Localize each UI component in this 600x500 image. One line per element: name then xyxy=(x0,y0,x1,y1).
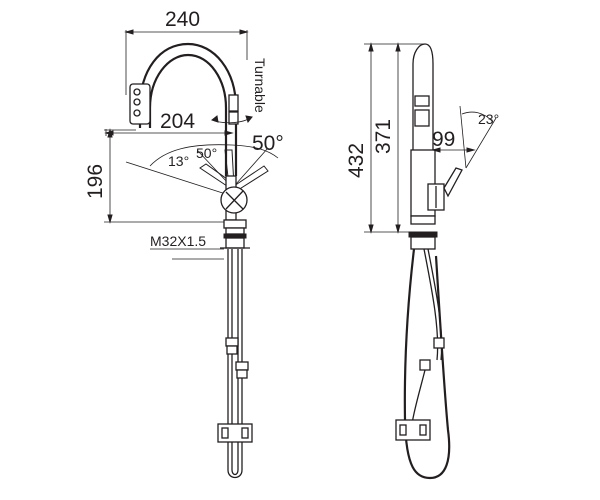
dim-204: 204 xyxy=(104,110,234,136)
dim-99-and-angle: 99 23° xyxy=(431,105,499,169)
dim-240: 240 xyxy=(124,8,249,95)
turnable-label: Turnable xyxy=(252,58,268,113)
dim-371-label: 371 xyxy=(372,119,395,154)
front-spout xyxy=(129,42,239,176)
front-body xyxy=(220,175,250,249)
dim-196-label: 196 xyxy=(84,164,107,199)
dim-432-label: 432 xyxy=(345,143,368,178)
angle-50-left-label: 50° xyxy=(196,145,217,161)
angle-23-label: 23° xyxy=(478,111,499,127)
dim-204-label: 204 xyxy=(160,110,195,133)
side-hoses xyxy=(395,248,451,480)
dim-240-label: 240 xyxy=(165,8,200,31)
side-view: 432 371 99 xyxy=(345,42,499,480)
turnable-annotation: Turnable xyxy=(210,58,268,124)
front-hoses xyxy=(217,249,253,479)
dim-432: 432 xyxy=(345,42,424,234)
dim-99-label: 99 xyxy=(432,128,455,151)
dim-371: 371 xyxy=(372,42,401,234)
front-view: 240 Turnable 204 xyxy=(84,8,284,479)
thread-label: M32X1.5 xyxy=(150,233,206,249)
side-spout xyxy=(408,43,463,250)
front-angles: 13° 50° 50° xyxy=(125,132,284,197)
angle-13-label: 13° xyxy=(168,153,189,169)
dim-196: 196 xyxy=(84,128,232,224)
angle-50-right-label: 50° xyxy=(252,132,284,155)
thread-annotation: M32X1.5 xyxy=(150,233,224,260)
